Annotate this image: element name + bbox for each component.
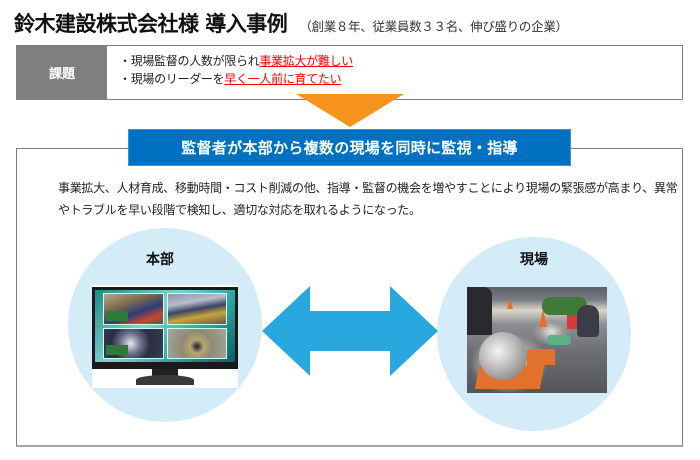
camera-feed [166, 293, 227, 325]
page-subtitle: （創業８年、従業員数３３名、伸び盛りの企業） [299, 19, 568, 34]
headquarters-label: 本部 [146, 252, 174, 268]
issue-item: ・現場監督の人数が限られ事業拡大が難しい [119, 52, 353, 70]
monitor-base [136, 375, 194, 385]
page-header: 鈴木建設株式会社様 導入事例 （創業８年、従業員数３３名、伸び盛りの企業） [14, 8, 568, 38]
solution-description: 事業拡大、人材育成、移動時間・コスト削減の他、指導・監督の機会を増やすことにより… [58, 181, 678, 217]
double-arrow-icon [262, 286, 438, 376]
issue-box: 課題 ・現場監督の人数が限られ事業拡大が難しい ・現場のリーダーを早く一人前に育… [16, 45, 683, 100]
issue-item-text: ・現場監督の人数が限られ [119, 54, 260, 68]
monitor-stand [152, 369, 178, 377]
issue-item-text: ・現場のリーダーを [119, 72, 225, 86]
issue-item-highlight: 早く一人前に育てたい [224, 72, 342, 86]
monitor-screen [92, 287, 238, 369]
camera-feed [103, 327, 164, 359]
monitor-image [92, 285, 238, 388]
camera-feed [103, 293, 164, 325]
issue-list: ・現場監督の人数が限られ事業拡大が難しい ・現場のリーダーを早く一人前に育てたい [107, 46, 353, 99]
issue-item: ・現場のリーダーを早く一人前に育てたい [119, 70, 353, 88]
site-photo [467, 287, 607, 393]
issue-item-highlight: 事業拡大が難しい [259, 54, 354, 68]
camera-feed [166, 327, 227, 359]
site-label: 現場 [520, 252, 548, 268]
down-arrow-icon [296, 94, 404, 127]
issue-label: 課題 [17, 46, 107, 99]
page-title: 鈴木建設株式会社様 導入事例 [14, 12, 288, 36]
solution-banner: 監督者が本部から複数の現場を同時に監視・指導 [128, 129, 571, 166]
